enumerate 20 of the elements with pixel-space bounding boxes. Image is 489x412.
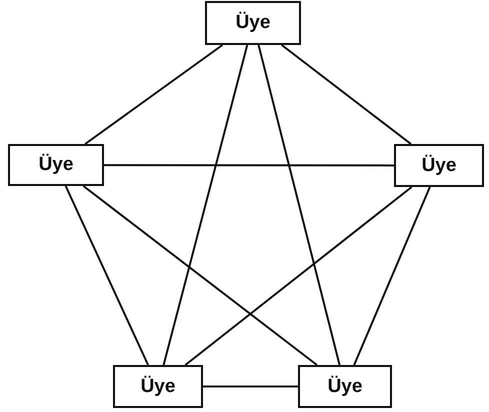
member-label: Üye [328,376,362,398]
connector-line [184,186,412,366]
connector-line [64,186,149,366]
connector-line [84,44,224,145]
member-label: Üye [38,154,74,176]
member-box [394,144,484,187]
connector-line [82,185,318,366]
connector-line [353,186,431,366]
connector-line [162,44,248,366]
member-label: Üye [140,376,176,398]
member-label: Üye [236,12,270,34]
member-box [113,365,203,408]
member-label: Üye [422,154,456,176]
connector-line [258,44,341,366]
connector-line [203,386,298,388]
connector-line [281,44,412,145]
member-box [298,365,392,408]
connector-line [104,164,394,166]
member-box [205,1,301,45]
member-box [8,144,104,186]
